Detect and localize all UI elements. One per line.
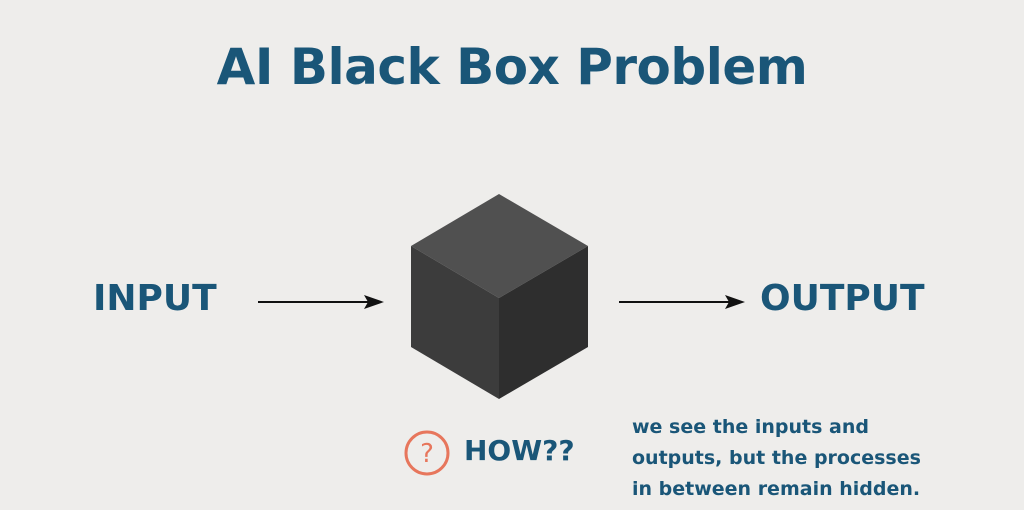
note-line: in between remain hidden.	[632, 478, 921, 500]
note-line: we see the inputs and	[632, 416, 869, 438]
cube-left-face	[411, 246, 499, 399]
black-box-cube-icon	[411, 194, 588, 399]
question-label: HOW??	[464, 434, 575, 467]
question-circle-icon: ?	[404, 430, 450, 476]
cube-right-face	[499, 246, 588, 399]
input-arrow-icon	[258, 295, 384, 309]
page-title: AI Black Box Problem	[216, 38, 808, 96]
cube-top-face	[411, 194, 588, 298]
input-label: INPUT	[93, 278, 217, 319]
explanation-note: we see the inputs and outputs, but the p…	[632, 412, 972, 505]
output-label: OUTPUT	[760, 278, 925, 319]
output-arrow-icon	[619, 295, 745, 309]
note-line: outputs, but the processes	[632, 447, 921, 469]
svg-text:?: ?	[420, 439, 434, 469]
